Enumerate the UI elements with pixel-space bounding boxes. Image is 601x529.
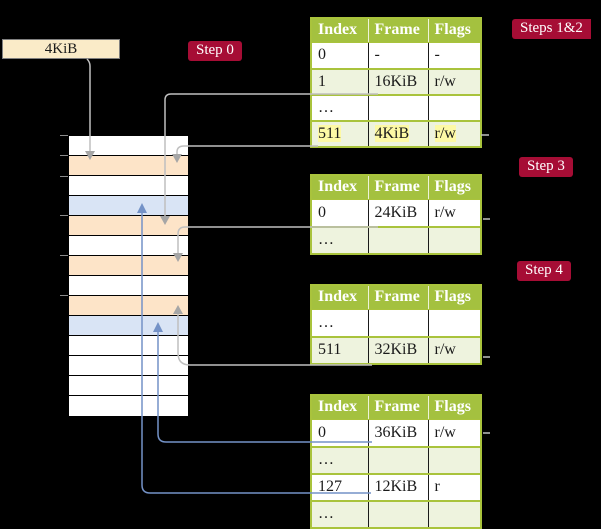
frame-size-4kib-label: 4KiB [2,39,120,59]
table-row: … [311,499,481,528]
cell-index: 511 [318,124,342,142]
cell-frame: 12KiB [374,478,418,495]
cell-flags: r/w [434,341,456,358]
table-row-highlighted: 511 4KiB r/w [311,119,481,147]
cell-flags: r/w [434,203,456,221]
table-row: … [311,445,481,474]
memory-frame-20kib [69,236,188,256]
col-header-frame: Frame [368,285,429,310]
cell-index: 1 [318,72,326,90]
col-header-frame: Frame [368,395,429,420]
col-header-index: Index [311,285,369,310]
col-header-flags: Flags [428,18,481,43]
col-header-frame: Frame [368,175,429,200]
table-row: 0 36KiB r/w [311,419,481,447]
cell-index: … [318,505,334,522]
cell-frame: 4KiB [374,124,410,142]
table-row: 1 16KiB r/w [311,67,481,95]
table-header-row: Index Frame Flags [311,18,481,43]
cell-index: … [318,313,334,331]
page-table-level-1: Index Frame Flags 0 36KiB r/w … 127 12Ki… [310,394,482,529]
table-header-row: Index Frame Flags [311,175,481,200]
memory-frame-44kib [69,356,188,376]
table-row: … [311,309,481,337]
cell-frame: 32KiB [374,341,418,358]
col-header-frame: Frame [368,18,429,43]
cell-index: 0 [318,203,326,221]
memory-frame-36kib [69,316,188,336]
table-row: 0 24KiB r/w [311,199,481,227]
memory-frame-12kib [69,196,188,216]
cell-flags: - [434,46,440,64]
page-table-step-4: Index Frame Flags … 511 32KiB r/w [310,284,482,365]
col-header-index: Index [311,18,369,43]
col-header-index: Index [311,175,369,200]
memory-tick-marks [60,135,68,296]
memory-frame-16kib [69,216,188,236]
badge-step-0: Step 0 [188,41,242,61]
memory-frame-52kib [69,396,188,416]
cell-flags: r/w [434,423,456,441]
page-table-step-3: Index Frame Flags 0 24KiB r/w … [310,174,482,255]
memory-frame-24kib [69,256,188,276]
page-table-steps-1-2: Index Frame Flags 0 - - 1 16KiB r/w … 51… [310,17,482,148]
memory-frame-40kib [69,336,188,356]
cell-frame: - [374,46,380,64]
memory-frame-8kib [69,176,188,196]
table-row: 127 12KiB r [311,472,481,501]
col-header-flags: Flags [428,395,481,420]
cell-flags: r/w [434,124,456,142]
table-row: 0 - - [311,42,481,69]
table-header-row: Index Frame Flags [311,285,481,310]
table-header-row: Index Frame Flags [311,395,481,420]
table-row: … [311,225,481,254]
cell-flags: r [434,478,440,495]
col-header-index: Index [311,395,369,420]
arrow-entry-511-to-frame-4kib [176,145,318,154]
cell-index: 511 [318,341,342,358]
memory-frame-28kib [69,276,188,296]
arrow-stubs [481,134,490,434]
memory-frame-32kib [69,296,188,316]
cell-frame: 36KiB [374,423,418,441]
cell-index: … [318,98,334,116]
cell-frame: 24KiB [374,203,418,221]
cell-index: 127 [318,478,342,495]
col-header-flags: Flags [428,285,481,310]
memory-frame-0kib [69,136,188,156]
badge-step-3: Step 3 [519,157,573,177]
cell-index: … [318,451,334,468]
col-header-flags: Flags [428,175,481,200]
badge-step-4: Step 4 [517,261,571,281]
cell-flags: r/w [434,72,456,90]
cell-index: 0 [318,423,326,441]
cell-index: … [318,231,334,248]
badge-steps-1-2: Steps 1&2 [512,19,591,39]
memory-frame-4kib [69,156,188,176]
cell-index: 0 [318,46,326,64]
table-row: 511 32KiB r/w [311,335,481,364]
physical-memory-column [68,135,189,417]
cell-frame: 16KiB [374,72,418,90]
table-row: … [311,93,481,121]
memory-frame-48kib [69,376,188,396]
